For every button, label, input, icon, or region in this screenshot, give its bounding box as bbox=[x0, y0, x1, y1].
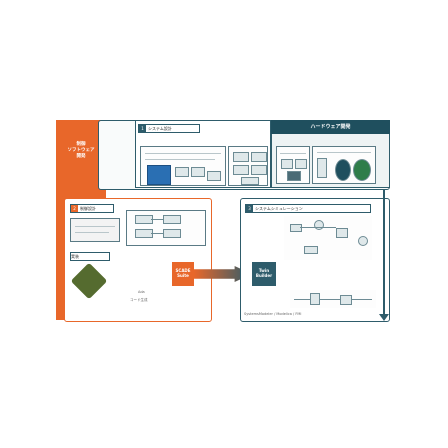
hardware-model-thumbnail bbox=[312, 146, 376, 184]
twin-builder-box: Twin Builder bbox=[252, 262, 276, 286]
ada-label: Ada bbox=[138, 290, 145, 294]
control-design-tag-label: 制御設計 bbox=[80, 206, 96, 211]
hardware-block-thumbnail bbox=[276, 146, 310, 184]
block-diagram-thumbnail bbox=[228, 146, 268, 186]
arrow-down-icon bbox=[379, 314, 389, 321]
implementation-tag: 実装 bbox=[70, 252, 110, 261]
scade-suite-box: SCADE Suite bbox=[172, 262, 194, 286]
hardware-flow-line bbox=[383, 190, 385, 318]
control-model-thumbnail bbox=[126, 210, 206, 246]
simulation-caption: SystemsModeler / Modelica / FMI bbox=[244, 312, 302, 316]
step-number: 2 bbox=[71, 205, 78, 212]
arrow-right-icon bbox=[194, 266, 252, 282]
control-screenshot-thumbnail bbox=[70, 218, 120, 242]
simulation-graph-thumbnail bbox=[290, 290, 376, 308]
chip-icon bbox=[147, 165, 171, 185]
hardware-dev-header: ハードウェア開発 bbox=[271, 120, 390, 134]
architecture-thumbnail bbox=[140, 146, 226, 186]
step-number: 3 bbox=[246, 205, 253, 212]
system-simulation-tag-label: システムシミュレーション bbox=[255, 206, 303, 211]
software-dev-label: 制御 ソフトウェア 開発 bbox=[67, 142, 95, 159]
simulation-graph-icon bbox=[314, 220, 324, 230]
system-design-tag-label: システム設計 bbox=[148, 126, 172, 131]
simulation-schematic-thumbnail bbox=[284, 216, 372, 260]
step-number: 1 bbox=[139, 125, 146, 132]
simulation-graph-icon bbox=[335, 159, 351, 181]
implementation-tag-label: 実装 bbox=[71, 254, 79, 259]
codegen-label: コード生成 bbox=[130, 298, 148, 302]
diagram-block-icon bbox=[233, 152, 249, 162]
